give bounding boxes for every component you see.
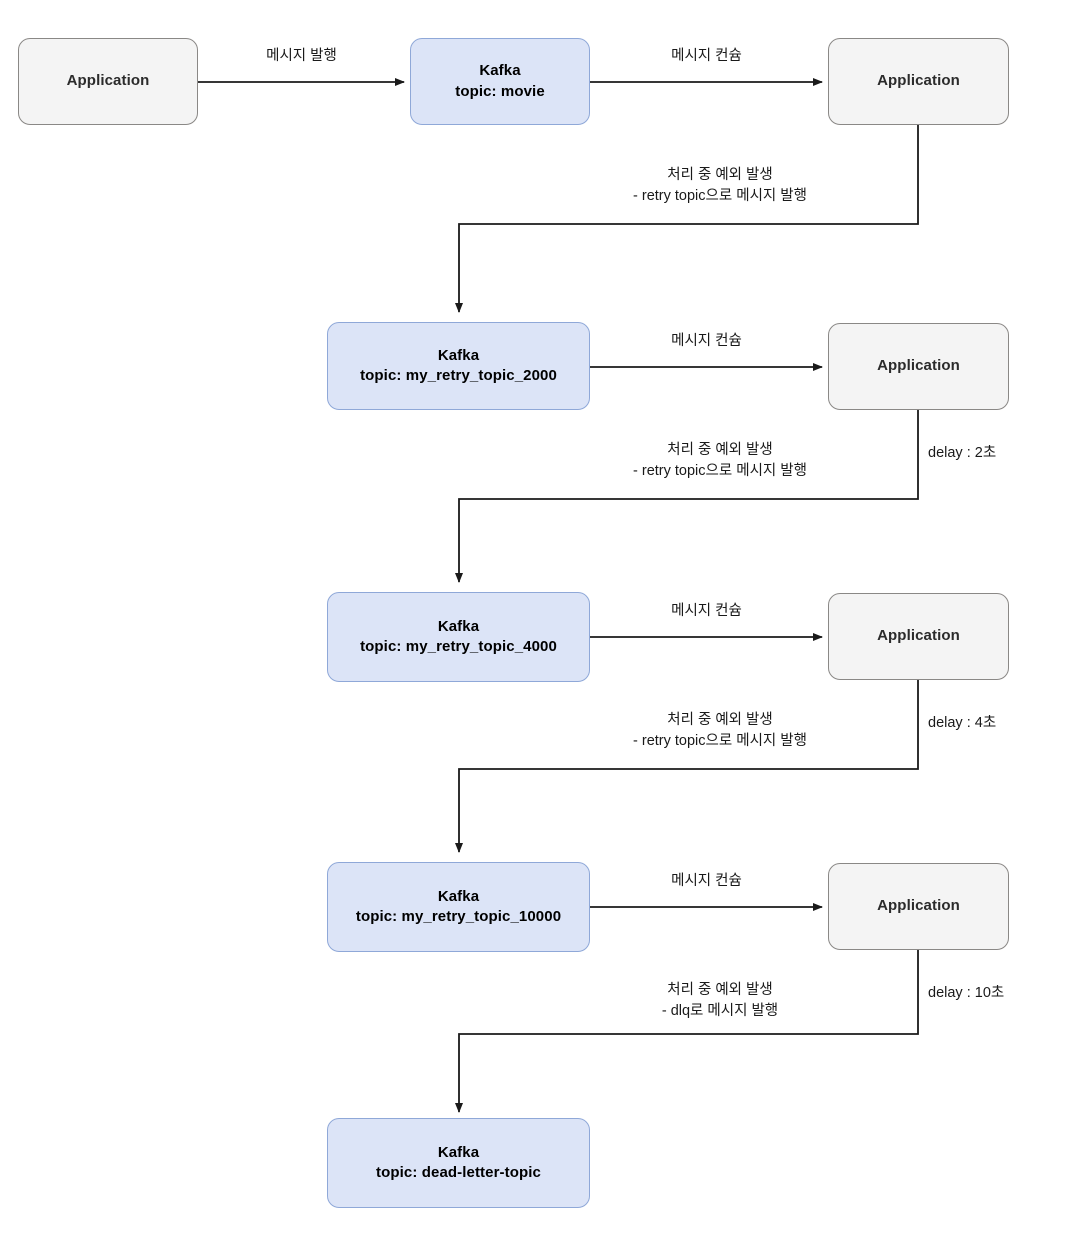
edge-label-exception-3: 처리 중 예외 발생 - retry topic으로 메시지 발행 bbox=[570, 710, 870, 752]
node-kafka-retry-10000[interactable]: Kafka topic: my_retry_topic_10000 bbox=[327, 862, 590, 952]
edge-label-exception-1: 처리 중 예외 발생 - retry topic으로 메시지 발행 bbox=[570, 165, 870, 207]
exception-line-2: - retry topic으로 메시지 발행 bbox=[633, 188, 807, 205]
node-label-line2: topic: my_retry_topic_10000 bbox=[355, 908, 562, 925]
edge-exception-1 bbox=[455, 125, 919, 313]
node-app-consumer-3[interactable]: Application bbox=[828, 593, 1009, 680]
node-label-line1: Application bbox=[877, 897, 960, 915]
node-kafka-movie[interactable]: Kafka topic: movie bbox=[410, 38, 590, 125]
node-label-line2: topic: movie bbox=[455, 82, 545, 100]
node-kafka-dlq[interactable]: Kafka topic: dead-letter-topic bbox=[327, 1118, 590, 1208]
node-app-consumer-2[interactable]: Application bbox=[828, 323, 1009, 410]
edge-label-consume-2: 메시지 컨슘 bbox=[671, 333, 742, 349]
node-label-line1: Kafka bbox=[437, 887, 480, 905]
exception-line-1: 처리 중 예외 발생 bbox=[667, 167, 773, 183]
edge-exception-4 bbox=[455, 950, 919, 1113]
node-label-line1: Application bbox=[877, 627, 960, 645]
edge-label-publish: 메시지 발행 bbox=[266, 48, 337, 64]
edge-label-exception-4: 처리 중 예외 발생 - dlq로 메시지 발행 bbox=[570, 980, 870, 1022]
edge-label-delay-2: delay : 2초 bbox=[928, 445, 997, 461]
node-kafka-retry-2000[interactable]: Kafka topic: my_retry_topic_2000 bbox=[327, 322, 590, 410]
exception-line-2: - dlq로 메시지 발행 bbox=[661, 1003, 779, 1020]
edge-exception-3 bbox=[455, 680, 919, 853]
node-label-line2: topic: dead-letter-topic bbox=[376, 1164, 541, 1181]
exception-line-2: - retry topic으로 메시지 발행 bbox=[633, 733, 807, 750]
node-label-line1: Kafka bbox=[437, 617, 480, 635]
edge-label-delay-4: delay : 4초 bbox=[928, 715, 997, 731]
edge-label-consume-1: 메시지 컨슘 bbox=[671, 48, 742, 64]
node-label-line2: topic: my_retry_topic_4000 bbox=[360, 638, 557, 655]
edge-label-consume-3: 메시지 컨슘 bbox=[671, 603, 742, 619]
node-label-line1: Kafka bbox=[437, 1143, 480, 1161]
exception-line-1: 처리 중 예외 발생 bbox=[667, 712, 773, 728]
node-label-line1: Kafka bbox=[437, 346, 480, 364]
node-label-line1: Application bbox=[66, 72, 150, 90]
node-app-producer[interactable]: Application bbox=[18, 38, 198, 125]
exception-line-1: 처리 중 예외 발생 bbox=[667, 982, 773, 998]
node-kafka-retry-4000[interactable]: Kafka topic: my_retry_topic_4000 bbox=[327, 592, 590, 682]
edge-label-delay-10: delay : 10초 bbox=[928, 985, 1005, 1001]
node-label-line1: Kafka bbox=[479, 62, 521, 80]
exception-line-1: 처리 중 예외 발생 bbox=[667, 442, 773, 458]
edge-exception-2 bbox=[455, 410, 919, 583]
node-label-line1: Application bbox=[877, 357, 960, 375]
node-app-consumer-1[interactable]: Application bbox=[828, 38, 1009, 125]
edge-label-consume-4: 메시지 컨슘 bbox=[671, 873, 742, 889]
exception-line-2: - retry topic으로 메시지 발행 bbox=[633, 463, 807, 480]
edge-label-exception-2: 처리 중 예외 발생 - retry topic으로 메시지 발행 bbox=[570, 440, 870, 482]
node-label-line1: Application bbox=[877, 72, 960, 90]
node-label-line2: topic: my_retry_topic_2000 bbox=[360, 367, 557, 384]
node-app-consumer-4[interactable]: Application bbox=[828, 863, 1009, 950]
